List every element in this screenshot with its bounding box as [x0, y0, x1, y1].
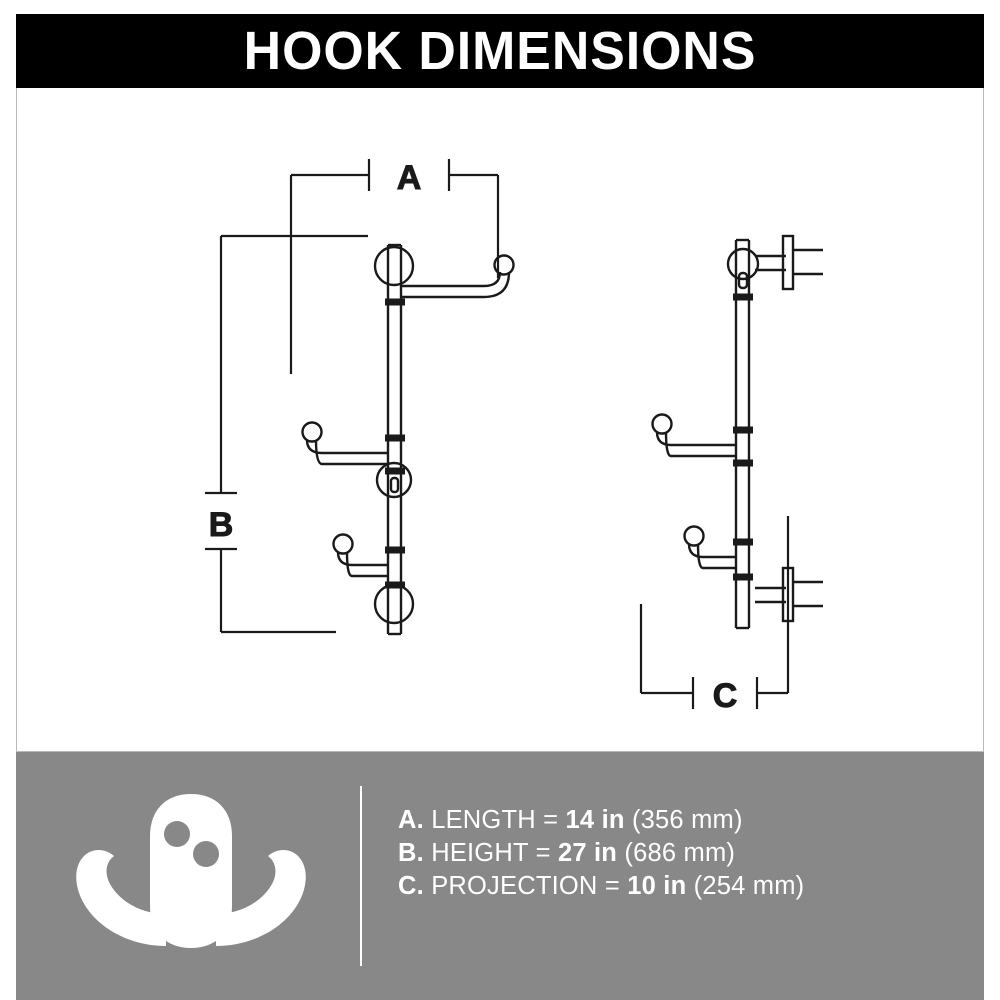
dimension-line-c: [639, 516, 790, 709]
footer-legend-bar: A. LENGTH = 14 in (356 mm) B. HEIGHT = 2…: [16, 752, 984, 1000]
dimension-label-b: B: [209, 506, 234, 544]
legend-row-a: A. LENGTH = 14 in (356 mm): [398, 804, 958, 837]
dimension-line-b: [205, 234, 368, 634]
legend-metric-b: (686 mm): [624, 839, 736, 867]
legend-key-c: C.: [398, 872, 424, 900]
legend-eq-b: =: [535, 839, 551, 867]
legend-eq-c: =: [604, 872, 620, 900]
screw-hole-upper: [164, 821, 190, 847]
legend-row-b: B. HEIGHT = 27 in (686 mm): [398, 837, 958, 870]
legend-value-c: 10 in: [627, 872, 687, 900]
legend-name-a: LENGTH: [431, 806, 536, 834]
hook-technical-drawing: A B: [205, 159, 823, 716]
dimension-label-c: C: [713, 677, 738, 715]
dimension-label-a: A: [397, 159, 422, 197]
double-hook-icon: [56, 780, 326, 970]
technical-drawing-panel: A B: [16, 88, 984, 752]
footer-divider: [360, 786, 362, 966]
legend-metric-a: (356 mm): [631, 806, 743, 834]
page-title: HOOK DIMENSIONS: [243, 21, 757, 81]
legend-metric-c: (254 mm): [693, 872, 805, 900]
legend-value-b: 27 in: [557, 839, 618, 867]
legend-row-c: C. PROJECTION = 10 in (254 mm): [398, 870, 958, 903]
dimension-line-a: [289, 159, 500, 374]
hook-front-view: [301, 243, 515, 636]
hook-side-view: [651, 234, 823, 630]
legend-key-a: A.: [398, 806, 424, 834]
header-banner: HOOK DIMENSIONS: [16, 14, 984, 88]
legend-value-a: 14 in: [565, 806, 625, 834]
legend-name-c: PROJECTION: [431, 872, 598, 900]
legend-name-b: HEIGHT: [431, 839, 529, 867]
dimension-legend: A. LENGTH = 14 in (356 mm) B. HEIGHT = 2…: [398, 804, 958, 903]
legend-eq-a: =: [543, 806, 559, 834]
legend-key-b: B.: [398, 839, 424, 867]
screw-hole-lower: [193, 841, 219, 867]
